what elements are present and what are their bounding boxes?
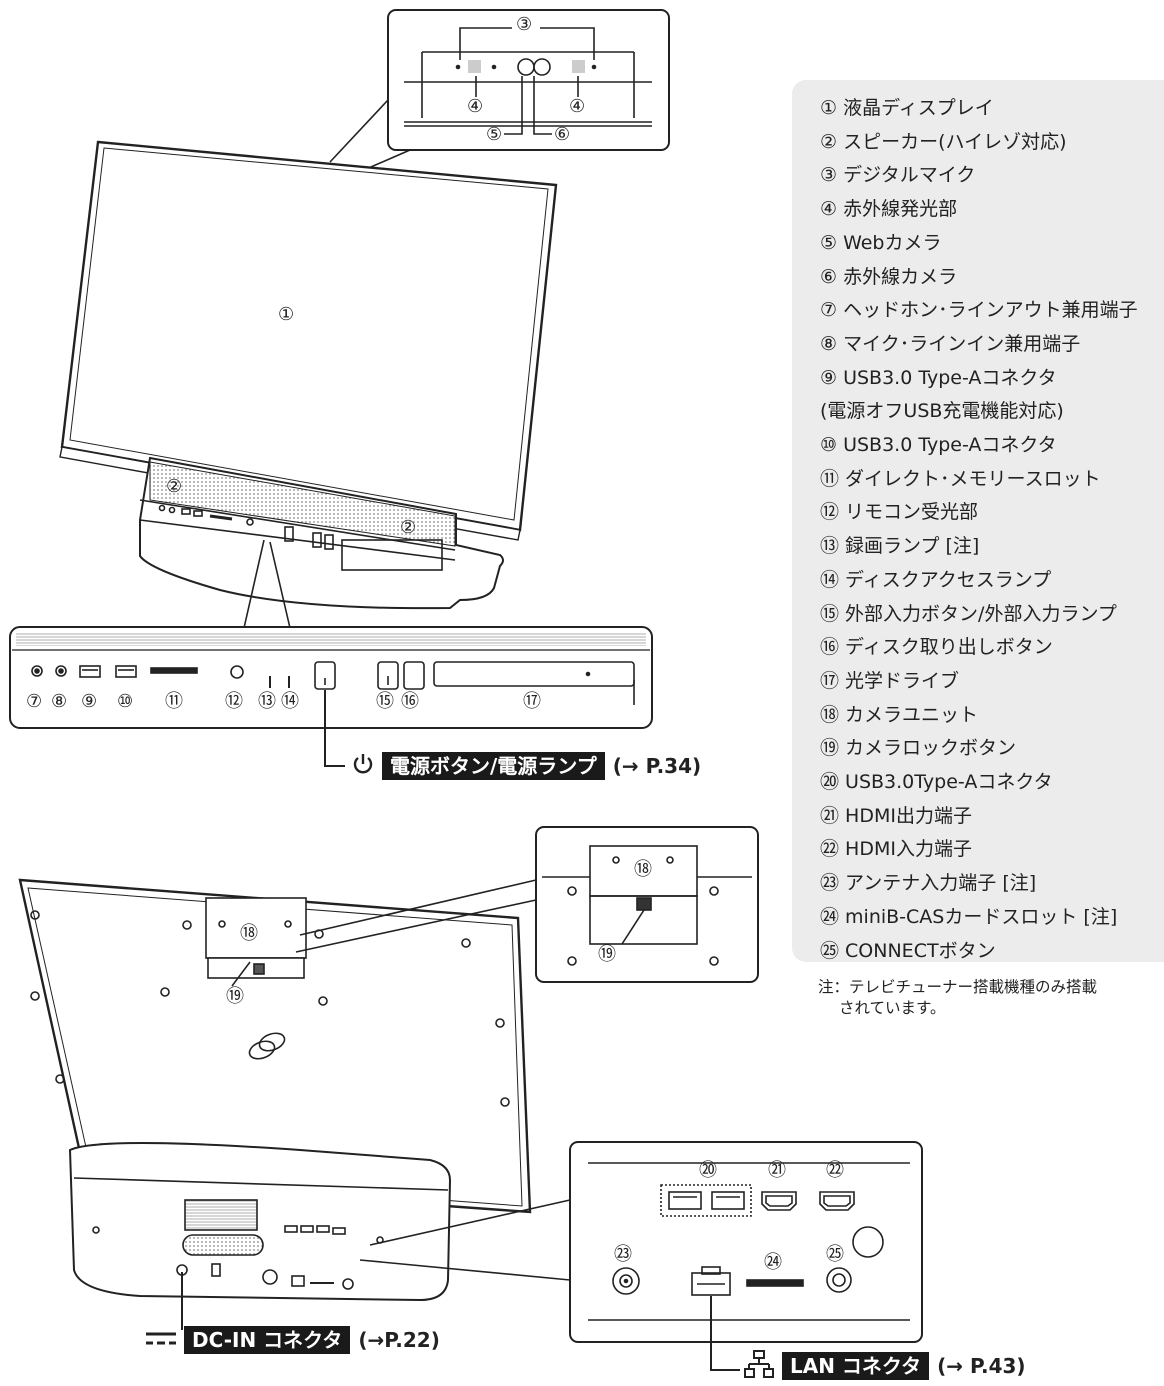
mark-4a: ④ [467,96,484,117]
mark-12: ⑫ [225,691,243,712]
dcin-callout: DC-IN コネクタ (→P.22) [146,1322,440,1358]
mark-22: ㉒ [826,1160,844,1181]
footnote-line-1: 注：テレビチューナー搭載機種のみ搭載 [818,978,1098,996]
rear-panel-zoom [569,1141,923,1371]
power-icon [352,752,374,781]
legend-item: ⑨ USB3.0 Type-Aコネクタ [820,366,1057,389]
legend-item: ⑬ 録画ランプ [注] [820,535,980,558]
mark-21: ㉑ [768,1160,786,1181]
mark-16: ⑯ [401,691,419,712]
mark-2b: ② [400,517,417,538]
legend-item: ⑥ 赤外線カメラ [820,265,958,288]
legend-item: ㉔ miniB-CASカードスロット [注] [820,905,1118,928]
mark-24: ㉔ [764,1252,782,1273]
parts-legend: ① 液晶ディスプレイ ② スピーカー(ハイレゾ対応) ③ デジタルマイク ④ 赤… [792,80,1164,962]
dcin-callout-ref: (→P.22) [358,1328,440,1352]
legend-item: ③ デジタルマイク [820,164,976,187]
mark-5: ⑤ [486,124,503,145]
mark-11: ⑪ [165,691,183,712]
legend-item: ㉕ CONNECTボタン [820,939,996,962]
mark-13: ⑬ [258,691,276,712]
front-panel-zoom [9,626,653,767]
lan-callout-ref: (→ P.43) [937,1354,1026,1378]
legend-item: ⑫ リモコン受光部 [820,501,979,524]
legend-item: ⑤ Webカメラ [820,231,942,254]
mark-19b: ⑲ [598,944,616,965]
power-callout-label: 電源ボタン/電源ランプ [382,752,605,780]
legend-item: ④ 赤外線発光部 [820,198,958,221]
mark-18a: ⑱ [240,923,258,944]
mark-17: ⑰ [523,691,541,712]
mark-2a: ② [166,476,183,497]
mark-1: ① [278,304,295,325]
legend-item: ⑩ USB3.0 Type-Aコネクタ [820,434,1057,457]
legend-item: ⑯ ディスク取り出しボタン [820,636,1053,659]
mark-19a: ⑲ [226,986,244,1007]
legend-item: ⑳ USB3.0Type-Aコネクタ [820,771,1053,794]
legend-item: ⑮ 外部入力ボタン/外部入力ランプ [820,602,1117,625]
footnote: 注：テレビチューナー搭載機種のみ搭載 されています。 [818,977,1164,1019]
legend-item: ⑦ ヘッドホン･ラインアウト兼用端子 [820,299,1138,322]
monitor-front [59,140,558,629]
legend-item: ⑧ マイク･ラインイン兼用端子 [820,332,1081,355]
mark-20: ⑳ [699,1160,717,1181]
mark-3: ③ [516,14,533,35]
mark-14: ⑭ [281,691,299,712]
mark-7: ⑦ [26,691,43,712]
legend-item: ㉑ HDMI出力端子 [820,804,972,827]
camera-inset-back [535,826,759,983]
dc-icon [146,1328,176,1353]
legend-item: ⑪ ダイレクト･メモリースロット [820,467,1101,490]
lan-callout-label: LAN コネクタ [782,1352,930,1380]
mark-9: ⑨ [81,691,98,712]
legend-item: ⑱ カメラユニット [820,703,979,726]
legend-item: ⑰ 光学ドライブ [820,669,960,692]
mark-4b: ④ [569,96,586,117]
legend-item: ② スピーカー(ハイレゾ対応) [820,130,1067,153]
legend-item-continuation: (電源オフUSB充電機能対応) [820,400,1064,423]
mark-8: ⑧ [51,691,68,712]
legend-item: ㉓ アンテナ入力端子 [注] [820,872,1037,895]
legend-item: ⑲ カメラロックボタン [820,737,1017,760]
mark-15: ⑮ [376,691,394,712]
power-callout-ref: (→ P.34) [612,754,702,778]
monitor-back [18,878,571,1330]
mark-23: ㉓ [614,1244,632,1265]
legend-item: ⑭ ディスクアクセスランプ [820,568,1052,591]
camera-inset-top [329,9,670,171]
mark-6: ⑥ [554,124,571,145]
lan-callout: LAN コネクタ (→ P.43) [744,1348,1026,1384]
legend-item: ① 液晶ディスプレイ [820,97,994,119]
dcin-callout-label: DC-IN コネクタ [184,1326,351,1354]
mark-10: ⑩ [117,691,134,712]
legend-item: ㉒ HDMI入力端子 [820,838,972,861]
lan-icon [744,1349,774,1384]
power-callout: 電源ボタン/電源ランプ (→ P.34) [352,748,701,784]
mark-18b: ⑱ [634,859,652,880]
mark-25: ㉕ [826,1244,844,1265]
footnote-line-2: されています。 [839,999,946,1017]
